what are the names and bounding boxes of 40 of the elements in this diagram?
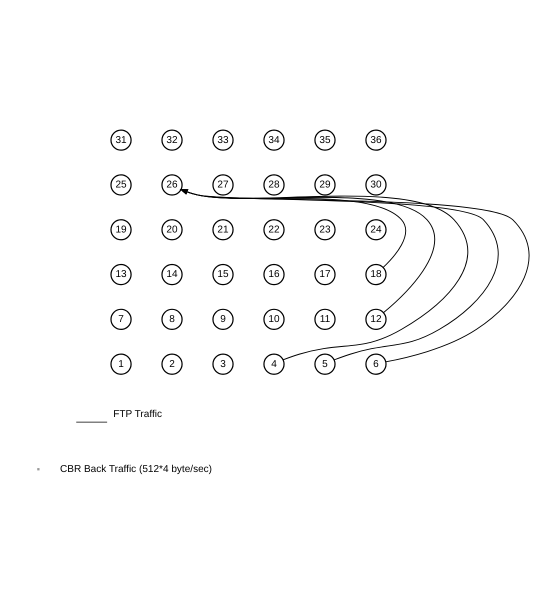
node-circle: 23 (314, 218, 336, 240)
legend-label: FTP Traffic (113, 408, 162, 420)
node-circle: 27 (212, 174, 234, 196)
node-circle: 26 (161, 174, 183, 196)
node-circle: 14 (161, 263, 183, 285)
node-circle: 8 (161, 308, 183, 330)
node-circle: 36 (365, 128, 387, 150)
node-circle: 6 (365, 353, 387, 374)
node-circle: 12 (365, 308, 387, 330)
legend-label: CBR Back Traffic (512*4 byte/sec) (60, 463, 212, 474)
node-circle: 18 (365, 263, 387, 285)
node-circle: 13 (110, 263, 132, 285)
node-circle: 7 (110, 308, 132, 330)
node-circle: 17 (314, 263, 336, 285)
node-circle: 30 (365, 174, 387, 196)
node-circle: 5 (314, 353, 336, 374)
node-circle: 4 (263, 353, 285, 374)
arrow (180, 188, 406, 268)
node-circle: 2 (161, 353, 183, 374)
node-circle: 1 (110, 353, 132, 374)
node-circle: 16 (263, 263, 285, 285)
node-circle: 24 (365, 218, 387, 240)
node-circle: 11 (314, 308, 336, 330)
node-circle: 15 (212, 263, 234, 285)
node-circle: 29 (314, 174, 336, 196)
node-circle: 19 (110, 218, 132, 240)
node-circle: 3 (212, 353, 234, 374)
node-circle: 10 (263, 308, 285, 330)
node-circle: 33 (212, 128, 234, 150)
node-circle: 21 (212, 218, 234, 240)
node-circle: 28 (263, 174, 285, 196)
node-circle: 31 (110, 128, 132, 150)
node-circle: 22 (263, 218, 285, 240)
arrow (180, 188, 435, 313)
node-circle: 9 (212, 308, 234, 330)
node-circle: 34 (263, 128, 285, 150)
node-circle: 35 (314, 128, 336, 150)
node-circle: 32 (161, 128, 183, 150)
node-circle: 25 (110, 174, 132, 196)
node-circle: 20 (161, 218, 183, 240)
